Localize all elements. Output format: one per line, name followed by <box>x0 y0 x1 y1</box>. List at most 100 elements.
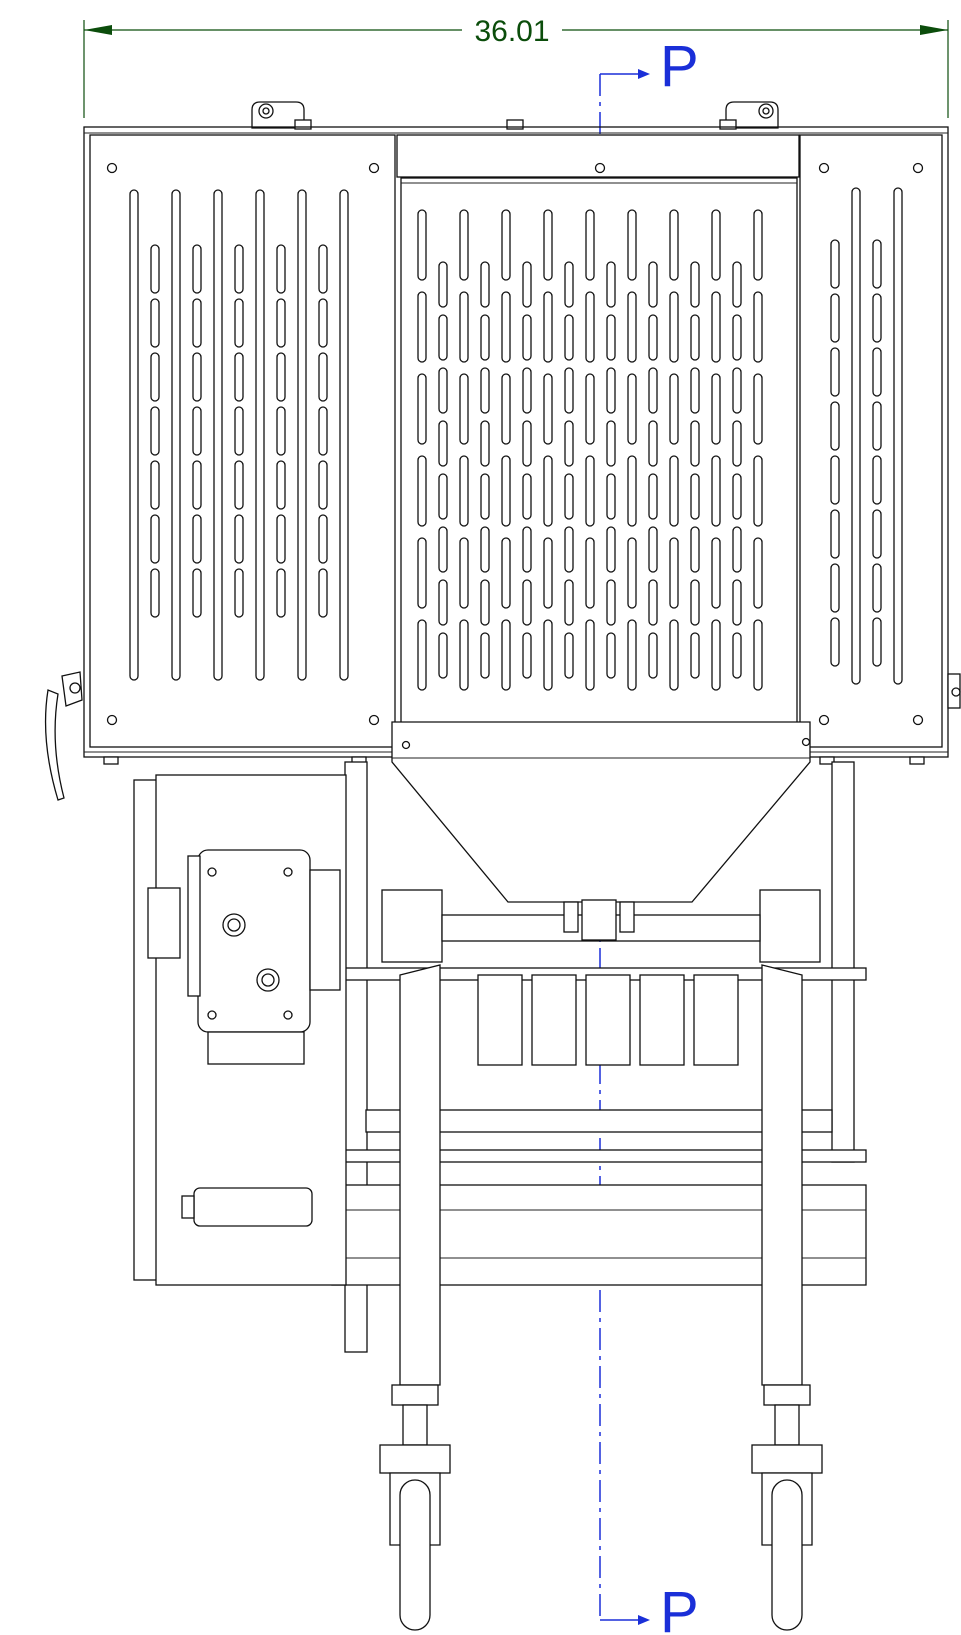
vent-slot <box>830 509 840 559</box>
vent-slot <box>522 261 532 308</box>
vent-slot <box>648 261 658 308</box>
vent-slot <box>872 617 882 667</box>
vent-slot <box>711 209 721 281</box>
vent-slot <box>585 619 595 691</box>
vent-slot <box>564 473 574 520</box>
vent-slot <box>669 537 679 609</box>
vent-slot <box>318 244 328 294</box>
vent-slot <box>564 526 574 573</box>
right-panel <box>799 134 943 748</box>
latch-handle-right <box>947 673 961 709</box>
vent-slot <box>150 406 160 456</box>
vent-slot <box>564 367 574 414</box>
vent-slot <box>438 261 448 308</box>
vent-slot <box>564 261 574 308</box>
vent-slot <box>192 460 202 510</box>
vent-slot <box>318 514 328 564</box>
leg-right <box>761 964 811 1446</box>
vent-slot <box>171 189 181 681</box>
vent-slot <box>150 244 160 294</box>
vent-slot <box>459 619 469 691</box>
vent-slot <box>192 406 202 456</box>
vent-slot <box>732 420 742 467</box>
vent-slot <box>606 579 616 626</box>
vent-slot <box>830 455 840 505</box>
vent-slot <box>501 537 511 609</box>
vent-slot <box>690 473 700 520</box>
vent-slot <box>830 401 840 451</box>
vent-slot <box>543 291 553 363</box>
vent-slot <box>318 460 328 510</box>
vent-slot <box>690 526 700 573</box>
vent-slot <box>564 632 574 679</box>
vent-slot <box>150 514 160 564</box>
vent-slot <box>732 632 742 679</box>
vent-slot <box>480 632 490 679</box>
vent-slot <box>872 347 882 397</box>
vent-slot <box>830 293 840 343</box>
vent-slot <box>480 314 490 361</box>
vent-slot <box>669 291 679 363</box>
vent-slot <box>234 568 244 618</box>
vent-slot <box>522 526 532 573</box>
vent-slot <box>522 367 532 414</box>
vent-slot <box>150 298 160 348</box>
vent-slot <box>522 579 532 626</box>
vent-slot <box>192 352 202 402</box>
vent-slot <box>732 261 742 308</box>
flange-bolts <box>103 756 925 765</box>
vent-slot <box>648 473 658 520</box>
vent-slot <box>690 632 700 679</box>
vent-slot <box>564 579 574 626</box>
vent-slot <box>606 314 616 361</box>
vent-slot <box>480 526 490 573</box>
vent-slot <box>459 291 469 363</box>
vent-slot <box>669 373 679 445</box>
vent-slot <box>543 619 553 691</box>
vent-slot <box>669 455 679 527</box>
vent-slot <box>192 244 202 294</box>
vent-slot <box>606 367 616 414</box>
overall-width-dimension: 36.01 <box>83 15 949 118</box>
vent-slot <box>732 473 742 520</box>
vent-slot <box>872 509 882 559</box>
vent-slot <box>459 537 469 609</box>
vent-slot <box>543 373 553 445</box>
vent-slot <box>543 537 553 609</box>
vent-slot <box>417 209 427 281</box>
vent-slot <box>234 406 244 456</box>
shaft-assembly <box>381 889 821 963</box>
vent-slot <box>830 563 840 613</box>
vent-slot <box>234 298 244 348</box>
vent-slot <box>276 460 286 510</box>
vent-slot <box>318 568 328 618</box>
caster-left <box>379 1444 451 1631</box>
vent-slot <box>830 617 840 667</box>
vent-slot <box>564 420 574 467</box>
vent-slot <box>234 514 244 564</box>
vent-slot <box>606 261 616 308</box>
vent-slot <box>276 514 286 564</box>
vent-slot <box>711 373 721 445</box>
top-bolts <box>294 119 737 130</box>
vent-slot <box>522 632 532 679</box>
vent-slot <box>585 455 595 527</box>
center-panel <box>396 134 800 724</box>
latch-handle-left <box>44 671 83 801</box>
vent-slot <box>522 420 532 467</box>
vent-slot <box>893 187 903 685</box>
vent-slot <box>606 632 616 679</box>
vent-slot <box>648 579 658 626</box>
vent-slot <box>459 455 469 527</box>
vent-slot <box>438 579 448 626</box>
vent-slot <box>627 373 637 445</box>
left-panel-slots <box>129 189 349 681</box>
vent-slot <box>501 619 511 691</box>
vent-slot <box>732 526 742 573</box>
vent-slot <box>690 579 700 626</box>
center-panel-slots <box>417 209 763 691</box>
vent-slot <box>872 401 882 451</box>
right-panel-slots <box>830 187 903 685</box>
vent-slot <box>480 420 490 467</box>
vent-slot <box>438 473 448 520</box>
